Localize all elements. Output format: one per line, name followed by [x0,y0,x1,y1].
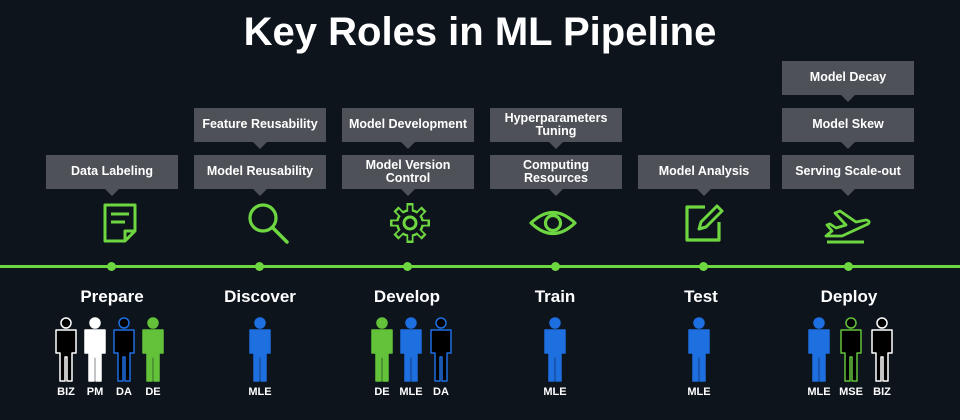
stage-prepare: Prepare [80,287,144,306]
person-da-icon [430,317,452,382]
stage-develop: Develop [373,287,441,306]
person-biz-icon [871,317,893,382]
person-mle-icon [249,317,271,382]
airplane-icon [824,209,871,244]
box-data-labeling: Data Labeling [46,155,178,196]
page-title: Key Roles in ML Pipeline [243,10,717,54]
box-serving-scale-out: Serving Scale-out [782,155,914,196]
stage-discover: Discover [224,287,296,306]
box-computing-resources: Computing Resources [490,155,622,196]
box-feature-reusability: Feature Reusability [194,108,326,149]
box-label: Model Decay [809,70,887,85]
role-label: MSE [839,386,863,398]
person-mle-icon [808,317,830,382]
role-label: DA [116,386,132,398]
box-model-decay: Model Decay [782,61,914,102]
role-label: MLE [807,386,831,398]
box-model-analysis: Model Analysis [638,155,770,196]
gear-icon [390,203,430,243]
stage-deploy: Deploy [820,287,878,306]
document-icon [103,203,137,243]
edit-icon [685,204,724,242]
person-mle-icon [688,317,710,382]
timeline-dot [699,262,708,271]
person-mse-icon [840,317,862,382]
person-mle-icon [544,317,566,382]
box-label: Data Labeling [71,164,153,179]
stage-train: Train [534,287,576,306]
box-model-reusability: Model Reusability [194,155,326,196]
box-label: Hyperparameters Tuning [504,110,608,138]
box-model-skew: Model Skew [782,108,914,149]
stage-test: Test [684,287,718,306]
person-biz-icon [55,317,77,382]
box-model-development: Model Development [342,108,474,149]
person-mle-icon [400,317,422,382]
role-label: DA [433,386,449,398]
role-label: MLE [543,386,567,398]
person-da-icon [113,317,135,382]
box-hyperparameters-tuning: Hyperparameters Tuning [490,108,622,149]
role-label: BIZ [873,386,891,398]
role-label: MLE [687,386,711,398]
role-label: MLE [248,386,272,398]
role-label: BIZ [57,386,75,398]
box-label: Computing Resources [523,157,589,185]
box-model-version-control: Model Version Control [342,155,474,196]
role-label: DE [374,386,390,398]
timeline-line [0,265,960,268]
timeline-dot [107,262,116,271]
box-label: Model Analysis [658,164,750,179]
search-icon [248,203,289,244]
timeline-dot [844,262,853,271]
timeline-dot [403,262,412,271]
box-label: Model Skew [812,117,884,132]
box-label: Model Development [348,117,468,132]
box-label: Model Reusability [206,164,314,179]
timeline-dot [551,262,560,271]
box-label: Feature Reusability [202,117,318,132]
role-label: PM [86,386,104,398]
timeline-dot [255,262,264,271]
person-pm-icon [84,317,106,382]
eye-icon [529,210,577,236]
person-de-icon [371,317,393,382]
box-label: Serving Scale-out [795,164,901,179]
role-label: MLE [399,386,423,398]
person-de-icon [142,317,164,382]
box-label: Model Version Control [365,157,451,185]
role-label: DE [145,386,161,398]
